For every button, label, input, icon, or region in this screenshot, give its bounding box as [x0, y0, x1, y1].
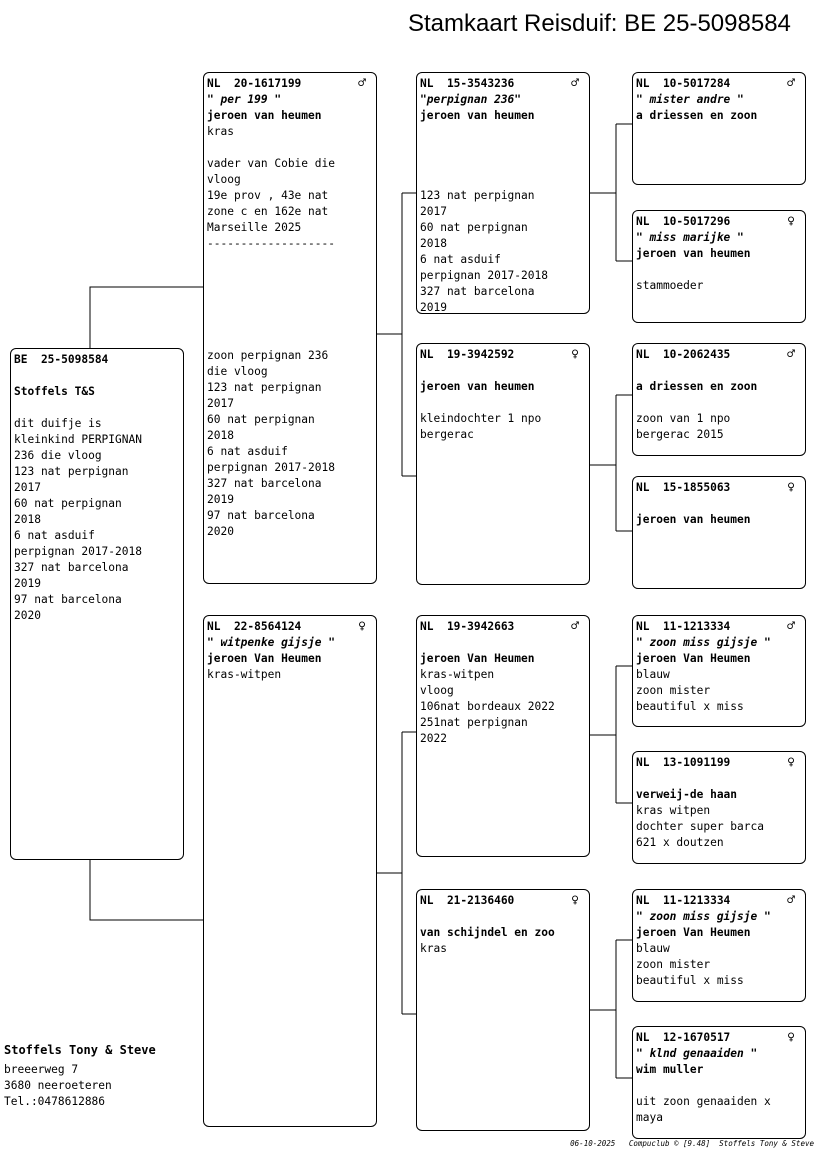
ring-number: NL 10-2062435 — [636, 348, 731, 361]
maternal-grandfather-card[interactable]: NL 19-3942663 ♂ jeroen Van Heumen kras-wi… — [416, 615, 590, 857]
owner-name: jeroen van heumen — [420, 109, 535, 122]
main-notes: dit duifje is kleinkind PERPIGNAN 236 di… — [14, 417, 142, 622]
father-card[interactable]: NL 20-1617199 ♂ " per 199 " jeroen van he… — [203, 72, 377, 584]
ring-number: NL 10-5017284 — [636, 77, 731, 90]
ring-number: NL 15-1855063 — [636, 481, 731, 494]
male-icon: ♂ — [787, 619, 795, 634]
male-icon: ♂ — [571, 76, 579, 91]
mother-card[interactable]: NL 22-8564124 ♀ " witpenke gijsje " jeroe… — [203, 615, 377, 1127]
main-pigeon-card[interactable]: BE 25-5098584 Stoffels T&S dit duifje is… — [10, 348, 184, 860]
ring-number: NL 13-1091199 — [636, 756, 731, 769]
owner-name: jeroen Van Heumen — [207, 652, 322, 665]
female-icon: ♀ — [571, 893, 579, 908]
ring-number: NL 11-1213334 — [636, 894, 731, 907]
nickname: " witpenke gijsje " — [207, 636, 335, 649]
notes: kras — [420, 942, 447, 955]
female-icon: ♀ — [571, 347, 579, 362]
male-icon: ♂ — [358, 76, 366, 91]
paternal-grandfather-card[interactable]: NL 15-3543236 ♂ "perpignan 236" jeroen va… — [416, 72, 590, 314]
paternal-grandmother-card[interactable]: NL 19-3942592 ♀ jeroen van heumen kleindo… — [416, 343, 590, 585]
notes: kleindochter 1 npo bergerac — [420, 412, 542, 441]
notes: kras-witpen vloog 106nat bordeaux 2022 2… — [420, 668, 555, 745]
notes: uit zoon genaaiden x maya — [636, 1095, 771, 1124]
page-title: Stamkaart Reisduif: BE 25-5098584 — [408, 10, 791, 37]
breeder-address: Stoffels Tony & Steve breeerweg 7 3680 n… — [4, 1042, 156, 1110]
owner-name: a driessen en zoon — [636, 109, 758, 122]
nickname: " zoon miss gijsje " — [636, 636, 771, 649]
owner-name: a driessen en zoon — [636, 380, 758, 393]
ring-number: NL 20-1617199 — [207, 77, 302, 90]
ring-number: NL 11-1213334 — [636, 620, 731, 633]
ring-number: NL 15-3543236 — [420, 77, 515, 90]
notes: blauw zoon mister beautiful x miss — [636, 668, 744, 713]
notes: 123 nat perpignan 2017 60 nat perpignan … — [420, 189, 548, 314]
female-icon: ♀ — [787, 214, 795, 229]
nickname: " klnd genaaiden " — [636, 1047, 758, 1060]
nickname: " miss marijke " — [636, 231, 744, 244]
notes: kras-witpen — [207, 668, 282, 681]
ring-number: BE 25-5098584 — [14, 353, 109, 366]
great-grandfather-mmf-card[interactable]: NL 11-1213334 ♂ " zoon miss gijsje " jero… — [632, 889, 806, 1002]
nickname: " per 199 " — [207, 93, 282, 106]
great-grandmother-mm-card[interactable]: NL 15-1855063 ♀ jeroen van heumen — [632, 476, 806, 589]
great-grandfather-mff-card[interactable]: NL 11-1213334 ♂ " zoon miss gijsje " jero… — [632, 615, 806, 727]
ring-number: NL 21-2136460 — [420, 894, 515, 907]
male-icon: ♂ — [571, 619, 579, 634]
nickname — [636, 496, 802, 512]
nickname — [636, 771, 802, 787]
female-icon: ♀ — [787, 755, 795, 770]
owner-name: jeroen van heumen — [420, 380, 535, 393]
street: breeerweg 7 — [4, 1063, 79, 1076]
male-icon: ♂ — [787, 347, 795, 362]
city: 3680 neeroeteren — [4, 1079, 112, 1092]
notes: kras vader van Cobie die vloog 19e prov … — [207, 125, 335, 538]
great-grandmother-mfm-card[interactable]: NL 13-1091199 ♀ verweij-de haan kras witp… — [632, 751, 806, 864]
breeder-name: Stoffels Tony & Steve — [4, 1043, 156, 1057]
notes: zoon van 1 npo bergerac 2015 — [636, 412, 731, 441]
owner-name: wim muller — [636, 1063, 704, 1076]
notes: stammoeder — [636, 279, 704, 292]
telephone: Tel.:0478612886 — [4, 1095, 106, 1108]
nickname: "perpignan 236" — [420, 93, 522, 106]
male-icon: ♂ — [787, 76, 795, 91]
nickname — [420, 909, 586, 925]
nickname: " zoon miss gijsje " — [636, 910, 771, 923]
ring-number: NL 22-8564124 — [207, 620, 302, 633]
print-stamp: 06-10-2025 Compuclub © [9.48] Stoffels T… — [570, 1139, 814, 1148]
ring-number: NL 19-3942592 — [420, 348, 515, 361]
great-grandfather-mf-card[interactable]: NL 10-2062435 ♂ a driessen en zoon zoon v… — [632, 343, 806, 456]
owner-name: Stoffels T&S — [14, 385, 95, 398]
ring-number: NL 10-5017296 — [636, 215, 731, 228]
male-icon: ♂ — [787, 893, 795, 908]
female-icon: ♀ — [787, 1030, 795, 1045]
ring-number: NL 12-1670517 — [636, 1031, 731, 1044]
maternal-grandmother-card[interactable]: NL 21-2136460 ♀ van schijndel en zoo kras — [416, 889, 590, 1131]
great-grandfather-ff-card[interactable]: NL 10-5017284 ♂ " mister andre " a driess… — [632, 72, 806, 185]
nickname — [636, 363, 802, 379]
great-grandmother-fm-card[interactable]: NL 10-5017296 ♀ " miss marijke " jeroen v… — [632, 210, 806, 323]
notes: blauw zoon mister beautiful x miss — [636, 942, 744, 987]
notes: kras witpen dochter super barca 621 x do… — [636, 804, 764, 849]
nickname: " mister andre " — [636, 93, 744, 106]
female-icon: ♀ — [787, 480, 795, 495]
nickname — [420, 363, 586, 379]
great-grandmother-mmm-card[interactable]: NL 12-1670517 ♀ " klnd genaaiden " wim mu… — [632, 1026, 806, 1139]
nickname — [420, 635, 586, 651]
owner-name: jeroen Van Heumen — [420, 652, 535, 665]
owner-name: jeroen van heumen — [636, 247, 751, 260]
owner-name: jeroen van heumen — [207, 109, 322, 122]
female-icon: ♀ — [358, 619, 366, 634]
owner-name: van schijndel en zoo — [420, 926, 555, 939]
owner-name: jeroen Van Heumen — [636, 926, 751, 939]
owner-name: verweij-de haan — [636, 788, 738, 801]
owner-name: jeroen Van Heumen — [636, 652, 751, 665]
ring-number: NL 19-3942663 — [420, 620, 515, 633]
owner-name: jeroen van heumen — [636, 513, 751, 526]
